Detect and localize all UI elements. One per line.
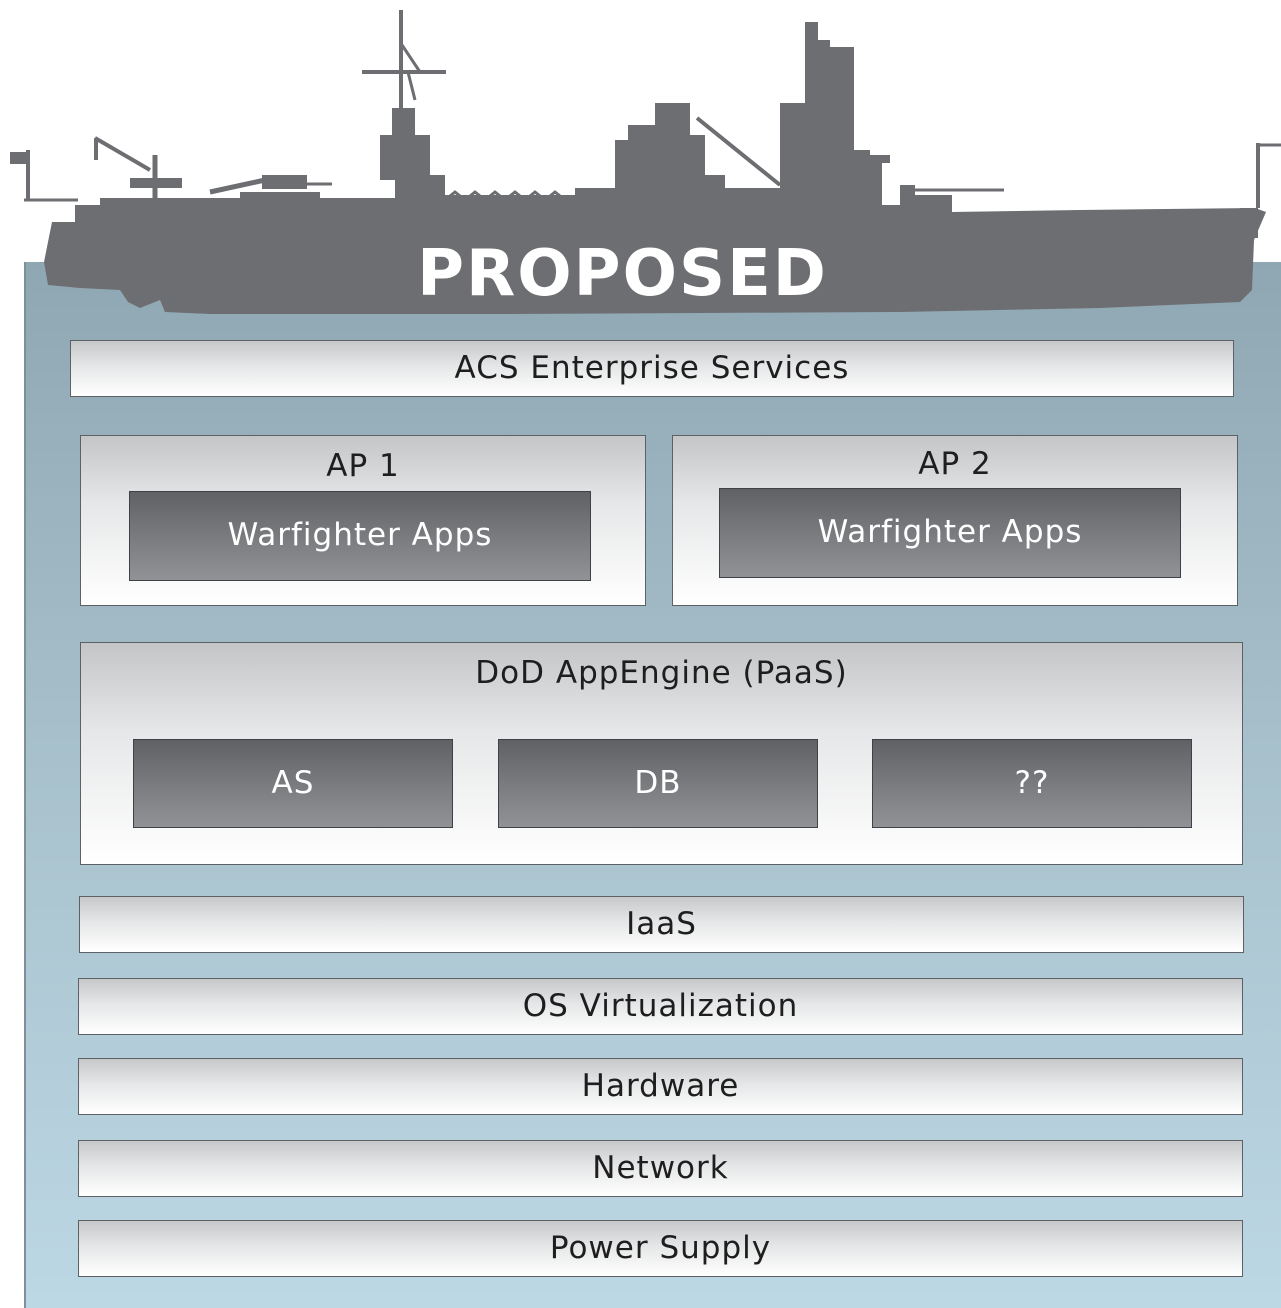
os-virtualization-label: OS Virtualization <box>522 988 799 1024</box>
ap1-warfighter-apps-label: Warfighter Apps <box>227 517 493 553</box>
paas-panel: DoD AppEngine (PaaS) AS DB ?? <box>80 642 1243 865</box>
ap1-panel: AP 1 Warfighter Apps <box>80 435 646 606</box>
ap1-warfighter-apps-box: Warfighter Apps <box>129 491 591 581</box>
os-virtualization-layer: OS Virtualization <box>78 978 1243 1035</box>
iaas-layer: IaaS <box>79 896 1244 953</box>
ship-label: PROPOSED <box>417 237 828 311</box>
paas-component-as: AS <box>133 739 453 828</box>
power-supply-label: Power Supply <box>549 1230 772 1266</box>
iaas-label: IaaS <box>626 906 697 942</box>
paas-component-db: DB <box>498 739 818 828</box>
network-label: Network <box>592 1150 729 1186</box>
paas-component-unknown: ?? <box>872 739 1192 828</box>
acs-enterprise-services-layer: ACS Enterprise Services <box>70 340 1234 397</box>
hardware-layer: Hardware <box>78 1058 1243 1115</box>
ap2-warfighter-apps-label: Warfighter Apps <box>817 514 1083 550</box>
ap2-warfighter-apps-box: Warfighter Apps <box>719 488 1181 578</box>
paas-component-unknown-label: ?? <box>1014 765 1050 801</box>
ap2-title: AP 2 <box>918 446 992 482</box>
ap2-panel: AP 2 Warfighter Apps <box>672 435 1238 606</box>
paas-component-db-label: DB <box>634 765 682 801</box>
ap1-title: AP 1 <box>326 448 400 484</box>
paas-title: DoD AppEngine (PaaS) <box>475 655 848 691</box>
paas-component-as-label: AS <box>271 765 315 801</box>
power-supply-layer: Power Supply <box>78 1220 1243 1277</box>
ship-silhouette-icon <box>10 10 1281 314</box>
acs-enterprise-services-label: ACS Enterprise Services <box>454 350 850 386</box>
hardware-label: Hardware <box>581 1068 740 1104</box>
network-layer: Network <box>78 1140 1243 1197</box>
